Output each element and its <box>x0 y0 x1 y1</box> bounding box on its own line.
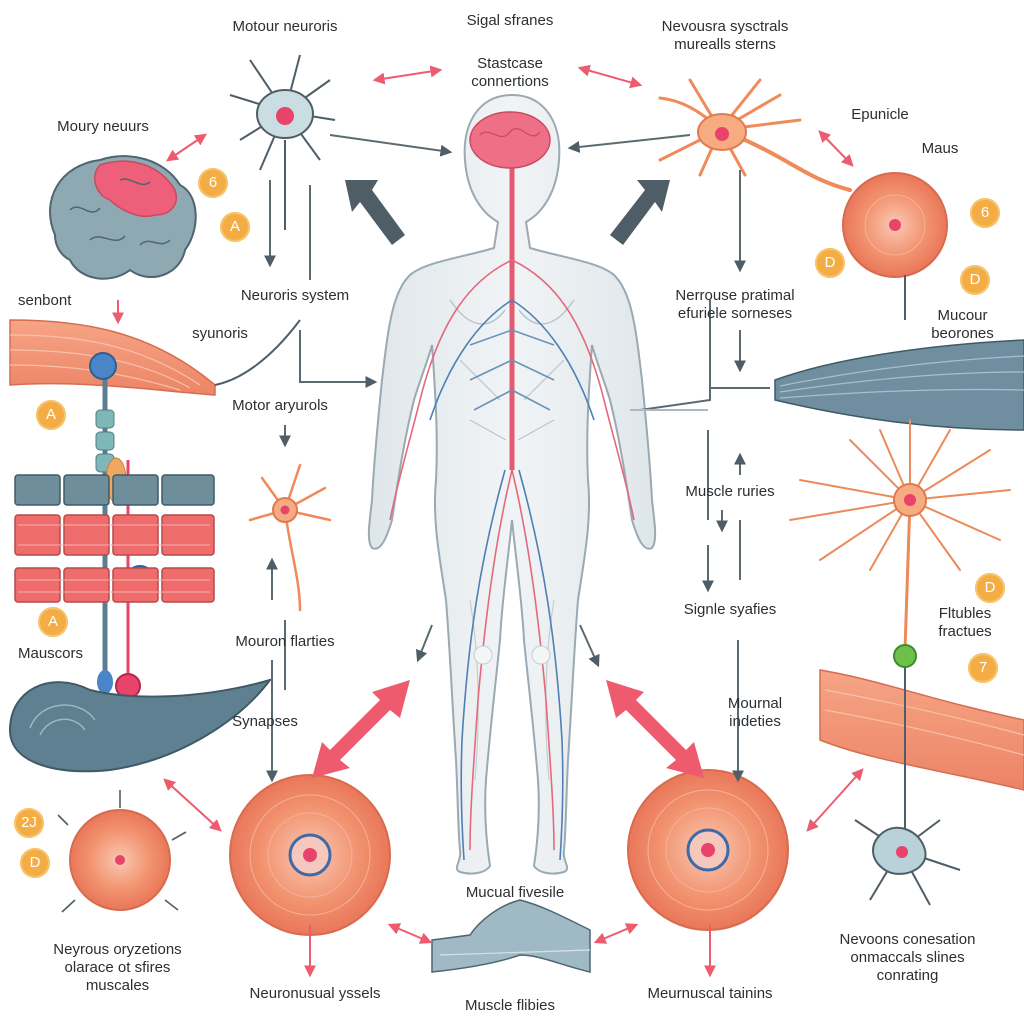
label-mournal-ndeties: Mournal indeties <box>727 695 783 730</box>
label-synapses: Synapses <box>232 713 298 730</box>
muscle-band-right <box>819 667 1024 830</box>
label-nervous-systems: Nevousra sysctrals murealls sterns <box>661 18 789 53</box>
label-neurois-system: Neuroris system <box>240 287 350 304</box>
badge-9: 2J <box>14 808 44 838</box>
label-nervoons-conesation: Nevoons conesation onmaccals slines conr… <box>839 931 976 984</box>
brain-illustration <box>49 155 197 280</box>
label-mouron-flarties: Mouron flarties <box>235 633 335 650</box>
sensory-neuron-top-right <box>658 78 852 192</box>
sarcomere-blocks <box>14 474 215 603</box>
label-motor-aryurols: Motor aryurols <box>232 397 328 414</box>
motor-neuron-bottom-right <box>854 819 961 906</box>
nerve-band-right <box>774 339 1024 431</box>
badge-7: D <box>975 573 1005 603</box>
badge-11-text: A <box>47 613 58 630</box>
label-maus: Maus <box>921 140 959 157</box>
connector-lines <box>112 134 770 978</box>
star-neuron-nucleus <box>904 494 916 506</box>
badge-6: A <box>36 400 66 430</box>
label-senbont: senbont <box>18 292 72 309</box>
muscle-disc-top-right <box>842 172 948 320</box>
badge-5: D <box>960 265 990 295</box>
label-motry-neurs: Moury neuurs <box>57 118 149 135</box>
badge-10: D <box>20 848 50 878</box>
muscle-cross-section-right <box>627 769 789 931</box>
large-arrows-dark <box>345 180 670 245</box>
human-body-figure <box>367 93 657 875</box>
label-nervous-pratimal: Nerrouse pratimal efuriele sorneses <box>675 287 795 322</box>
muscle-cross-section-left <box>229 774 391 936</box>
label-mucual-fivesile: Mucual fivesile <box>465 884 565 901</box>
muscle-spiral-left <box>8 678 273 773</box>
label-meurnuscal-tainins: Meurnuscal tainins <box>647 985 773 1002</box>
badge-1: 6 <box>198 168 228 198</box>
small-pink-arrows <box>163 64 864 944</box>
label-neyrous-oryzetions: Neyrous oryzetions olarace ot sfires mus… <box>53 941 182 994</box>
label-mucour-beorones: Mucour beorones <box>931 307 994 342</box>
label-signle-syanes: Signle syafies <box>683 601 777 618</box>
badge-8: 7 <box>968 653 998 683</box>
label-signal-strands: Sigal sfranes <box>466 12 554 29</box>
label-synuroris: syunoris <box>192 325 248 342</box>
label-epunicle: Epunicle <box>851 106 909 123</box>
muscle-nerve-bottom <box>431 899 591 973</box>
label-neuronusal-yssels: Neuronusual yssels <box>249 985 381 1002</box>
label-muscle-flibies: Muscle flibies <box>464 997 556 1014</box>
badge-4: D <box>815 248 845 278</box>
muscle-disc-bottom-left <box>57 790 187 913</box>
orange-neuron-small <box>248 463 332 612</box>
badge-3: 6 <box>970 198 1000 228</box>
badge-11: A <box>38 607 68 637</box>
label-synapse-connections: Stastcase connertions <box>471 55 549 90</box>
synapse-node-green <box>893 644 917 668</box>
star-neuron-right <box>789 419 1011 652</box>
label-motor-neurons: Motour neuroris <box>232 18 338 35</box>
label-muscle-ruries: Muscle ruries <box>685 483 775 500</box>
motor-neuron-top-left <box>229 54 336 230</box>
label-mauscors: Mauscors <box>18 645 84 662</box>
label-flaubles-fractuses: Fltubles fractues <box>938 605 992 640</box>
badge-2: A <box>220 212 250 242</box>
large-arrows-pink <box>312 680 704 778</box>
